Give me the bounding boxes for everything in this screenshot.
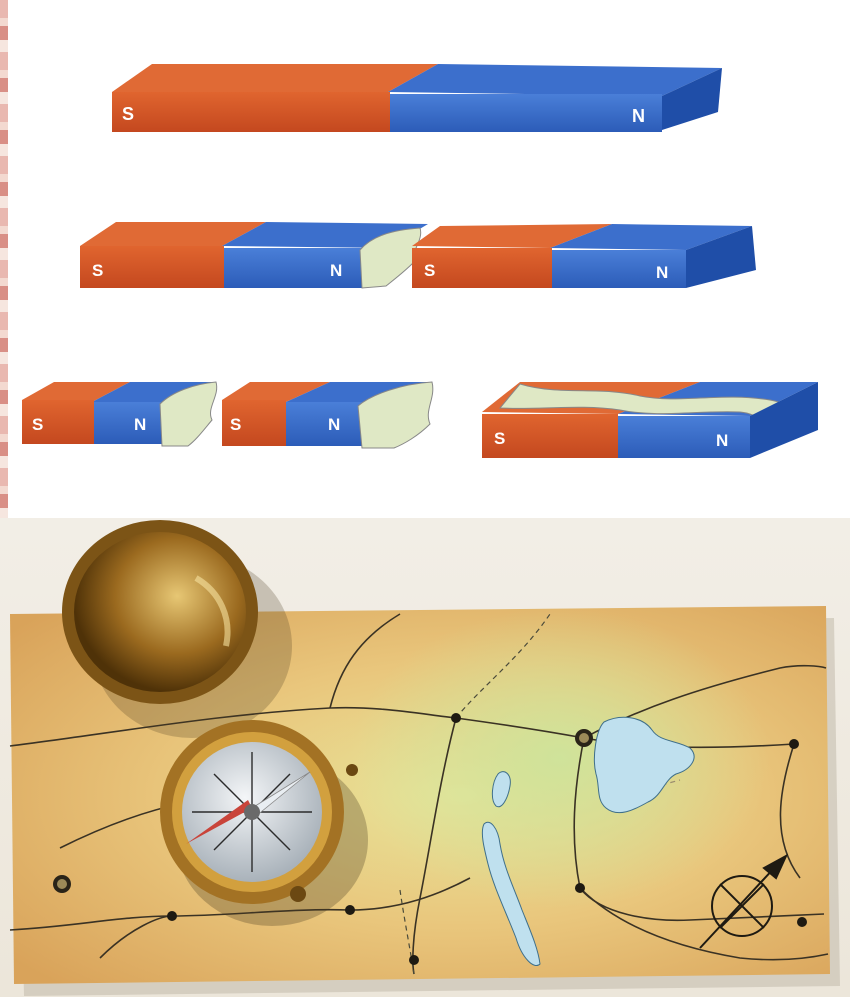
bar-magnets-illustration: S N S N S N S N S N [0,0,850,520]
north-pole-label: N [716,431,728,450]
north-pole-label: N [328,415,340,434]
north-pole-label: N [656,263,668,282]
magnet-half-right: S N [412,224,756,288]
map-illustration [0,518,850,997]
north-pole-label: N [330,261,342,280]
magnet-whole: S N [112,64,722,132]
map-compass-photo [0,518,850,997]
north-pole-label: N [134,415,146,434]
magnet-quarter-1: S N [22,382,217,446]
magnet-split-lengthwise: S N [482,382,818,458]
south-pole-label: S [230,415,241,434]
south-pole-label: S [32,415,43,434]
south-pole-label: S [92,261,103,280]
north-pole-label: N [632,106,645,126]
magnet-quarter-2: S N [222,382,433,448]
south-pole-label: S [494,429,505,448]
south-pole-label: S [122,104,134,124]
magnet-half-left: S N [80,222,428,288]
south-pole-label: S [424,261,435,280]
